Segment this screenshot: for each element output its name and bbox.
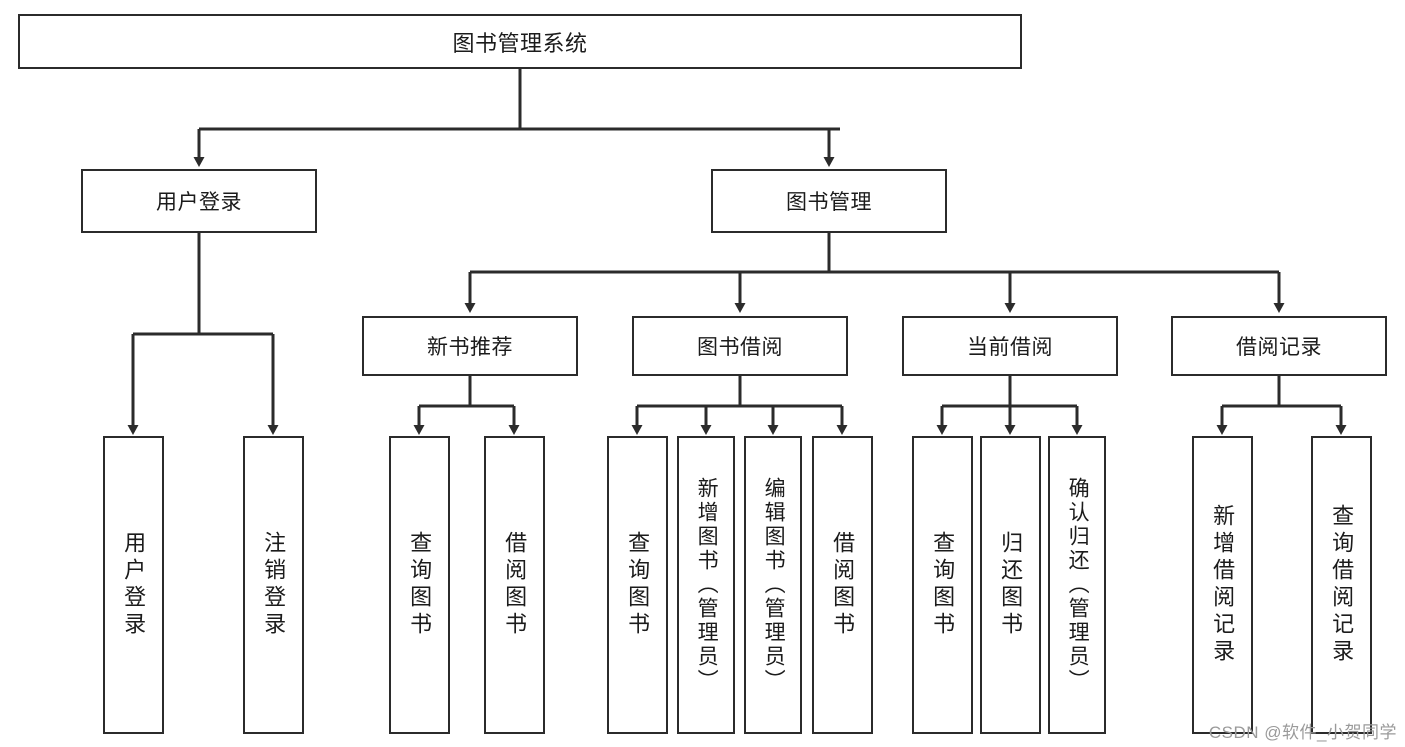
node-label: 查询借阅记录 — [1329, 504, 1355, 666]
node-book-management[interactable]: 图书管理 — [711, 169, 947, 233]
node-current-borrow[interactable]: 当前借阅 — [902, 316, 1118, 376]
node-label: 归还图书 — [998, 531, 1024, 639]
leaf-logout[interactable]: 注销登录 — [243, 436, 304, 734]
node-label: 新书推荐 — [427, 336, 513, 359]
leaf-query-book-borrow[interactable]: 查询图书 — [607, 436, 668, 734]
node-root-book-management-system[interactable]: 图书管理系统 — [18, 14, 1022, 69]
node-new-book-recommend[interactable]: 新书推荐 — [362, 316, 578, 376]
node-label: 注销登录 — [261, 531, 287, 639]
leaf-user-login[interactable]: 用户登录 — [103, 436, 164, 734]
node-label: 查询图书 — [930, 531, 956, 639]
node-label: 图书借阅 — [697, 336, 783, 359]
node-label: 图书管理系统 — [452, 30, 588, 56]
node-label: 图书管理 — [786, 191, 872, 214]
leaf-query-borrow-record[interactable]: 查询借阅记录 — [1311, 436, 1372, 734]
leaf-query-book-current[interactable]: 查询图书 — [912, 436, 973, 734]
leaf-add-book-admin[interactable]: 新增图书（管理员） — [677, 436, 735, 734]
node-label: 新增图书（管理员） — [695, 477, 719, 693]
node-label: 编辑图书（管理员） — [762, 477, 786, 693]
leaf-borrow-book[interactable]: 借阅图书 — [812, 436, 873, 734]
node-label: 新增借阅记录 — [1210, 504, 1236, 666]
leaf-confirm-return-admin[interactable]: 确认归还（管理员） — [1048, 436, 1106, 734]
leaf-borrow-book-recommend[interactable]: 借阅图书 — [484, 436, 545, 734]
node-label: 查询图书 — [625, 531, 651, 639]
leaf-return-book[interactable]: 归还图书 — [980, 436, 1041, 734]
leaf-edit-book-admin[interactable]: 编辑图书（管理员） — [744, 436, 802, 734]
node-label: 用户登录 — [156, 191, 242, 214]
node-label: 借阅图书 — [830, 531, 856, 639]
node-label: 借阅图书 — [502, 531, 528, 639]
node-borrow-record[interactable]: 借阅记录 — [1171, 316, 1387, 376]
leaf-add-borrow-record[interactable]: 新增借阅记录 — [1192, 436, 1253, 734]
node-label: 确认归还（管理员） — [1066, 477, 1090, 693]
node-label: 当前借阅 — [967, 336, 1053, 359]
node-label: 借阅记录 — [1236, 336, 1322, 359]
leaf-query-book-recommend[interactable]: 查询图书 — [389, 436, 450, 734]
node-label: 用户登录 — [121, 531, 147, 639]
node-user-login[interactable]: 用户登录 — [81, 169, 317, 233]
node-label: 查询图书 — [407, 531, 433, 639]
node-book-borrow[interactable]: 图书借阅 — [632, 316, 848, 376]
